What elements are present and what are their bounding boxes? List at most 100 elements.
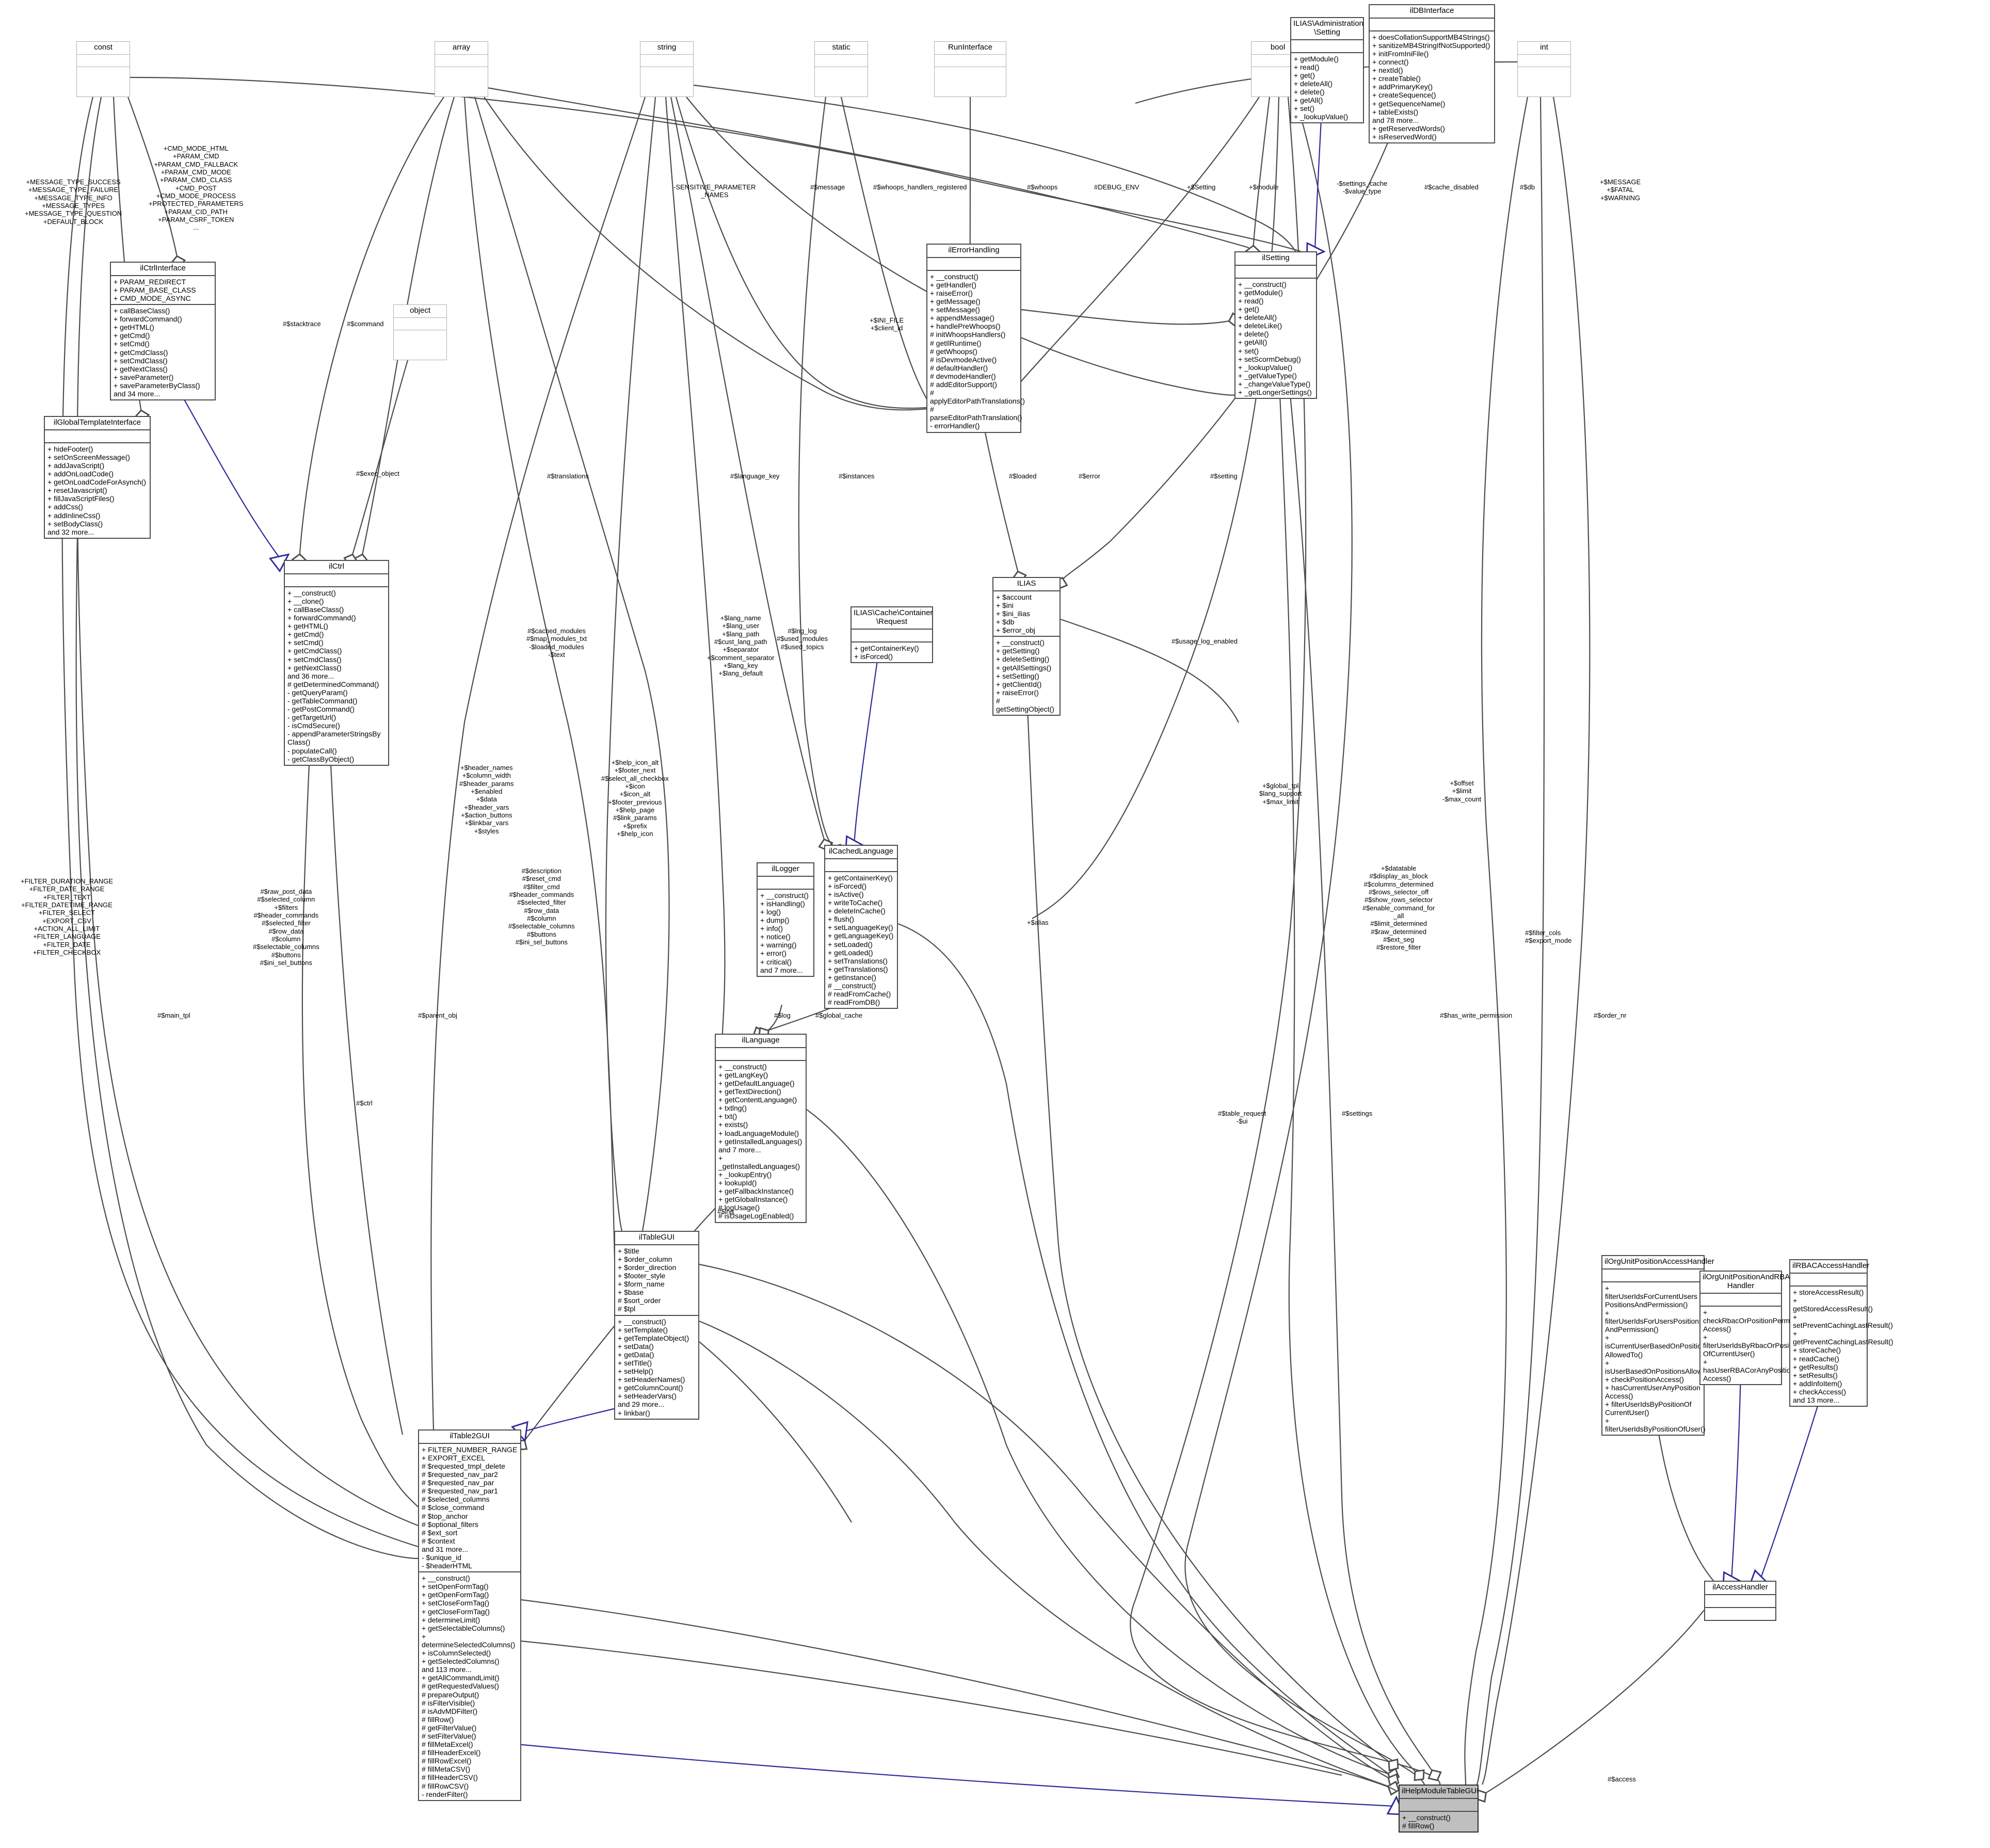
operation-row: + tableExists() (1372, 107, 1419, 116)
operation-row: + _getInstalledLanguages() (718, 1153, 800, 1170)
operation-row: + fillJavaScriptFiles() (47, 494, 115, 503)
operation-row: + setBodyClass() (47, 519, 103, 528)
operation-row: + _lookupValue() (1238, 363, 1293, 372)
edge-label-lbl-whoops-handlers: #$whoops_handlers_registered (873, 183, 967, 191)
attribute-row: + PARAM_REDIRECT (114, 277, 186, 286)
operation-row: + critical() (760, 957, 792, 966)
edge-label-lbl-command: #$command (347, 320, 384, 328)
operation-row: # parseEditorPathTranslation() (930, 405, 1022, 422)
class-node-ilTable2GUI[interactable]: ilTable2GUI+ FILTER_NUMBER_RANGE+ EXPORT… (418, 1429, 521, 1801)
class-node-attributes (1790, 1272, 1867, 1285)
class-node-ILIAS_Administration_Setting[interactable]: ILIAS\Administration \Setting+ getModule… (1290, 17, 1364, 124)
class-node-ilLogger[interactable]: ilLogger+ __construct()+ isHandling()+ l… (757, 862, 814, 977)
class-node-attributes (45, 429, 150, 442)
class-node-attributes (1235, 264, 1316, 278)
operation-row: + txtlng() (718, 1104, 747, 1113)
operation-row: + txt() (718, 1112, 737, 1121)
class-node-attributes (394, 317, 446, 330)
operation-row: + checkPositionAccess() (1605, 1375, 1684, 1384)
operation-row: + deleteAll() (1238, 313, 1277, 322)
class-node-ilAccessHandler[interactable]: ilAccessHandler (1704, 1581, 1776, 1621)
operation-row: - isCmdSecure() (287, 721, 340, 730)
class-node-operations (77, 66, 130, 79)
operation-row: # fillMetaExcel() (422, 1740, 473, 1749)
attribute-row: + $account (996, 592, 1032, 601)
class-node-ILIAS[interactable]: ILIAS+ $account+ $ini+ $ini_ilias+ $db+ … (992, 577, 1061, 716)
operation-row: + appendMessage() (930, 314, 994, 323)
class-node-title: ilOrgUnitPositionAccessHandler (1604, 1257, 1714, 1266)
class-node-ilGlobalTemplateInterface[interactable]: ilGlobalTemplateInterface+ hideFooter()+… (44, 416, 151, 539)
class-node-ilErrorHandling[interactable]: ilErrorHandling+ __construct()+ getHandl… (926, 244, 1025, 433)
class-node-ilOrgUnitPositionAccessHandler[interactable]: ilOrgUnitPositionAccessHandler + filterUs… (1601, 1255, 1723, 1436)
operation-row: # setFilterValue() (422, 1731, 476, 1740)
class-node-int[interactable]: int (1517, 41, 1571, 97)
operation-row: + lookupId() (718, 1179, 757, 1187)
operation-row: and 13 more... (1793, 1396, 1840, 1405)
operation-row: + isCurrentUserBasedOnPositions AllowedT… (1605, 1333, 1709, 1359)
class-node-title: int (1540, 43, 1548, 52)
operation-row: + get() (1238, 305, 1259, 314)
edge-label-lbl-db: #$db (1520, 183, 1535, 191)
edge-label-lbl-log: #$log (774, 1011, 791, 1019)
operation-row: + read() (1238, 296, 1264, 305)
operation-row: and 34 more... (114, 390, 161, 398)
operation-row: + isReservedWord() (1372, 132, 1437, 141)
operation-row: + set() (1238, 346, 1259, 355)
edge-label-lbl-stacktrace: #$stacktrace (283, 320, 321, 328)
operation-row: + getAll() (1238, 338, 1267, 347)
operation-row: and 7 more... (760, 966, 803, 974)
class-node-ilCtrlInterface[interactable]: ilCtrlInterface+ PARAM_REDIRECT+ PARAM_B… (110, 262, 216, 401)
operation-row: + raiseError() (930, 288, 973, 297)
operation-row: - renderFilter() (422, 1790, 468, 1798)
class-node-ilRBACAccessHandler[interactable]: ilRBACAccessHandler+ storeAccessResult()… (1789, 1259, 1893, 1407)
operation-row: + deleteLike() (1238, 322, 1282, 330)
operation-row: + getReservedWords() (1372, 124, 1445, 133)
operation-row: # fillRowExcel() (422, 1757, 472, 1765)
class-node-ILIAS_Cache_Container_Request[interactable]: ILIAS\Cache\Container \Request+ getConta… (850, 606, 933, 663)
class-node-operations: + doesCollationSupportMB4Strings()+ sani… (1370, 30, 1494, 142)
operation-row: + determineLimit() (422, 1615, 480, 1624)
class-node-ilOrgUnitPositionAndRBACAccessHandler[interactable]: ilOrgUnitPositionAndRBACAccess Handler+ … (1699, 1271, 1820, 1386)
operation-row: + __construct() (422, 1574, 470, 1583)
operation-row: + set() (1294, 104, 1315, 113)
attribute-row: + $form_name (618, 1280, 665, 1289)
edge-label-lbl-lng: #$lng (717, 1208, 734, 1215)
class-node-object[interactable]: object (393, 304, 447, 360)
class-node-const[interactable]: const (76, 41, 130, 97)
operation-row: + filterUserIdsByPositionOf CurrentUser(… (1605, 1400, 1692, 1417)
operation-row: + notice() (760, 933, 791, 941)
edge-label-lbl-has-write-permission: #$has_write_permission (1440, 1011, 1513, 1019)
class-node-static[interactable]: static (814, 41, 868, 97)
operation-row: # initWhoopsHandlers() (930, 330, 1006, 339)
operation-row: + storeAccessResult() (1793, 1288, 1864, 1296)
edge-label-lbl-ini-file: +$INI_FILE +$client_id (870, 316, 904, 332)
class-node-title: ilTableGUI (638, 1233, 675, 1242)
attribute-row: # $requested_nav_par2 (422, 1470, 498, 1479)
operation-row: + filterUserIdsForCurrentUsers Positions… (1605, 1283, 1697, 1309)
operation-row: + getCloseFormTag() (422, 1607, 490, 1616)
class-node-RunInterface[interactable]: RunInterface (934, 41, 1006, 97)
operation-row: + nextId() (1372, 66, 1403, 75)
class-node-ilCachedLanguage[interactable]: ilCachedLanguage+ getContainerKey()+ isF… (824, 845, 898, 1009)
operation-row: + getMessage() (930, 297, 981, 306)
attribute-row: # $ext_sort (422, 1528, 458, 1537)
edge-label-lbl-main-tpl: #$main_tpl (157, 1011, 190, 1019)
class-node-ilCtrl[interactable]: ilCtrl+ __construct()+ __clone()+ callBa… (284, 560, 389, 766)
class-node-operations (1705, 1606, 1775, 1620)
class-node-string[interactable]: string (640, 41, 694, 97)
class-node-array[interactable]: array (435, 41, 488, 97)
class-node-ilDBInterface[interactable]: ilDBInterface+ doesCollationSupportMB4St… (1369, 4, 1495, 144)
operation-row: + isActive() (828, 890, 864, 898)
operation-row: + getContainerKey() (828, 873, 893, 882)
operation-row: # getFilterValue() (422, 1723, 477, 1732)
class-node-ilTableGUI[interactable]: ilTableGUI+ $title+ $order_column+ $orde… (614, 1231, 699, 1420)
class-node-ilSetting[interactable]: ilSetting+ __construct()+ getModule()+ r… (1234, 251, 1317, 399)
operation-row: # defaultHandler() (930, 363, 988, 372)
class-node-operations: + __construct()+ setTemplate()+ getTempl… (615, 1314, 698, 1419)
class-node-ilHelpModuleTableGUI[interactable]: ilHelpModuleTableGUI+ __construct()# fil… (1399, 1785, 1479, 1833)
edge-label-lbl-debug-env: #DEBUG_ENV (1094, 183, 1140, 191)
operation-row: + getHTML() (287, 622, 328, 631)
operation-row: + forwardCommand() (287, 614, 356, 622)
operation-row: + __construct() (760, 891, 809, 899)
class-node-ilLanguage[interactable]: ilLanguage+ __construct()+ getLangKey()+… (715, 1034, 807, 1223)
